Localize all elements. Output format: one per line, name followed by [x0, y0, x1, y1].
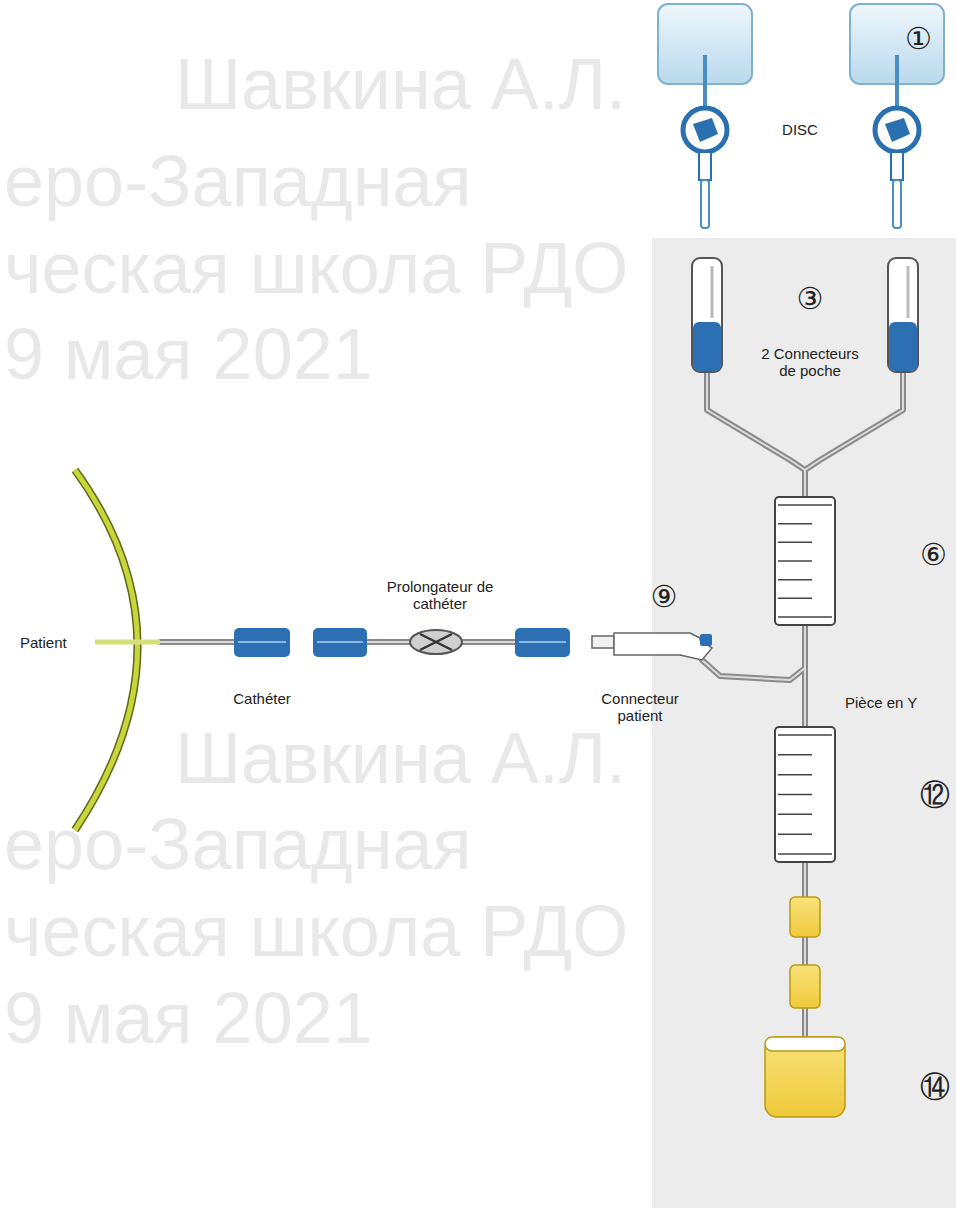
- callout-number: ①: [905, 22, 932, 57]
- callout-number: ⑥: [920, 538, 947, 573]
- catheter-line: [234, 628, 570, 657]
- disc-clamps: [683, 108, 919, 228]
- watermark: еро-Западная: [4, 808, 471, 880]
- watermark: ческая школа РДО: [4, 895, 628, 967]
- part-label: Connecteur patient: [590, 690, 690, 725]
- part-label: Cathéter: [233, 690, 291, 707]
- watermark: 9 мая 2021: [4, 318, 373, 390]
- watermark: Шавкина А.Л.: [175, 722, 626, 794]
- callout-number: ③: [797, 282, 824, 317]
- watermark: 9 мая 2021: [4, 982, 373, 1054]
- callout-number: ⑭: [920, 1070, 950, 1105]
- watermark: ческая школа РДО: [4, 232, 628, 304]
- part-label: Pièce en Y: [845, 694, 917, 711]
- chamber-6: [775, 497, 835, 625]
- callout-number: ⑫: [920, 778, 950, 813]
- watermark: Шавкина А.Л.: [175, 48, 626, 120]
- part-label: Patient: [20, 634, 67, 651]
- clamp-label: DISC: [782, 121, 818, 138]
- chamber-12: [775, 727, 835, 862]
- effluent-line: [765, 897, 845, 1117]
- patient-outline: [75, 470, 160, 830]
- patient-connector: [592, 633, 712, 660]
- part-label: 2 Connecteurs de poche: [754, 345, 866, 380]
- solution-bags: [658, 4, 944, 110]
- watermark: еро-Западная: [4, 145, 471, 217]
- callout-number: ⑨: [651, 580, 678, 615]
- part-label: Prolongateur de cathéter: [375, 578, 505, 613]
- machine-panel: [652, 238, 956, 1208]
